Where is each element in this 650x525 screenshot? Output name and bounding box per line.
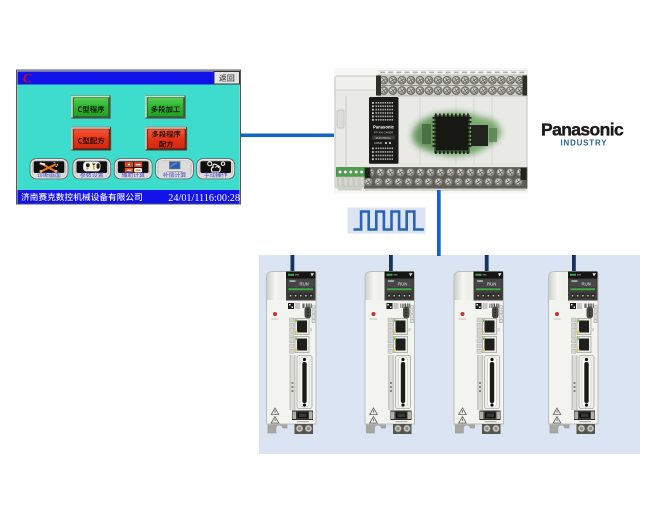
svg-text:Panasonic: Panasonic — [373, 125, 395, 130]
svg-text:Panasonic: Panasonic — [541, 120, 624, 140]
svg-text:24/01/1116:00:28: 24/01/1116:00:28 — [168, 193, 240, 204]
svg-text:FP-XH C40ER: FP-XH C40ER — [374, 131, 394, 135]
svg-text:INDUSTRY: INDUSTRY — [561, 138, 608, 147]
svg-text:RUN PROG.: RUN PROG. — [376, 136, 392, 140]
svg-text:C: C — [23, 72, 32, 86]
svg-text:COM0: COM0 — [374, 141, 383, 145]
